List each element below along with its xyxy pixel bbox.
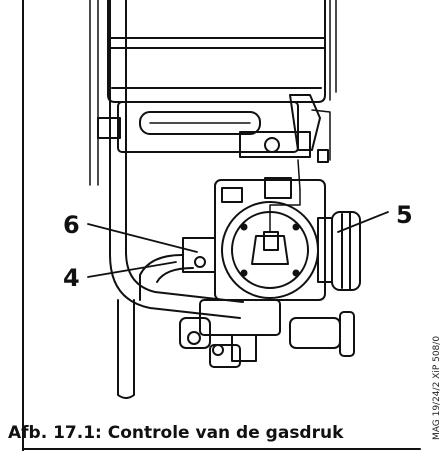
document-reference: MAG 19/24/2 XiP 508/0 (432, 335, 442, 440)
frame (22, 0, 421, 451)
right-valve (317, 211, 361, 291)
callout-label-5: 5 (396, 201, 413, 229)
leader-lines (87, 211, 389, 278)
callout-label-4: 4 (63, 264, 80, 292)
burner-assembly (97, 94, 331, 191)
figure-caption: Afb. 17.1: Controle van de gasdruk (8, 423, 344, 443)
gas-valve-body (182, 177, 326, 301)
gas-pipe (109, 0, 244, 319)
callout-label-6: 6 (63, 211, 80, 239)
standpipe (117, 299, 135, 399)
gas-connection (179, 299, 355, 368)
